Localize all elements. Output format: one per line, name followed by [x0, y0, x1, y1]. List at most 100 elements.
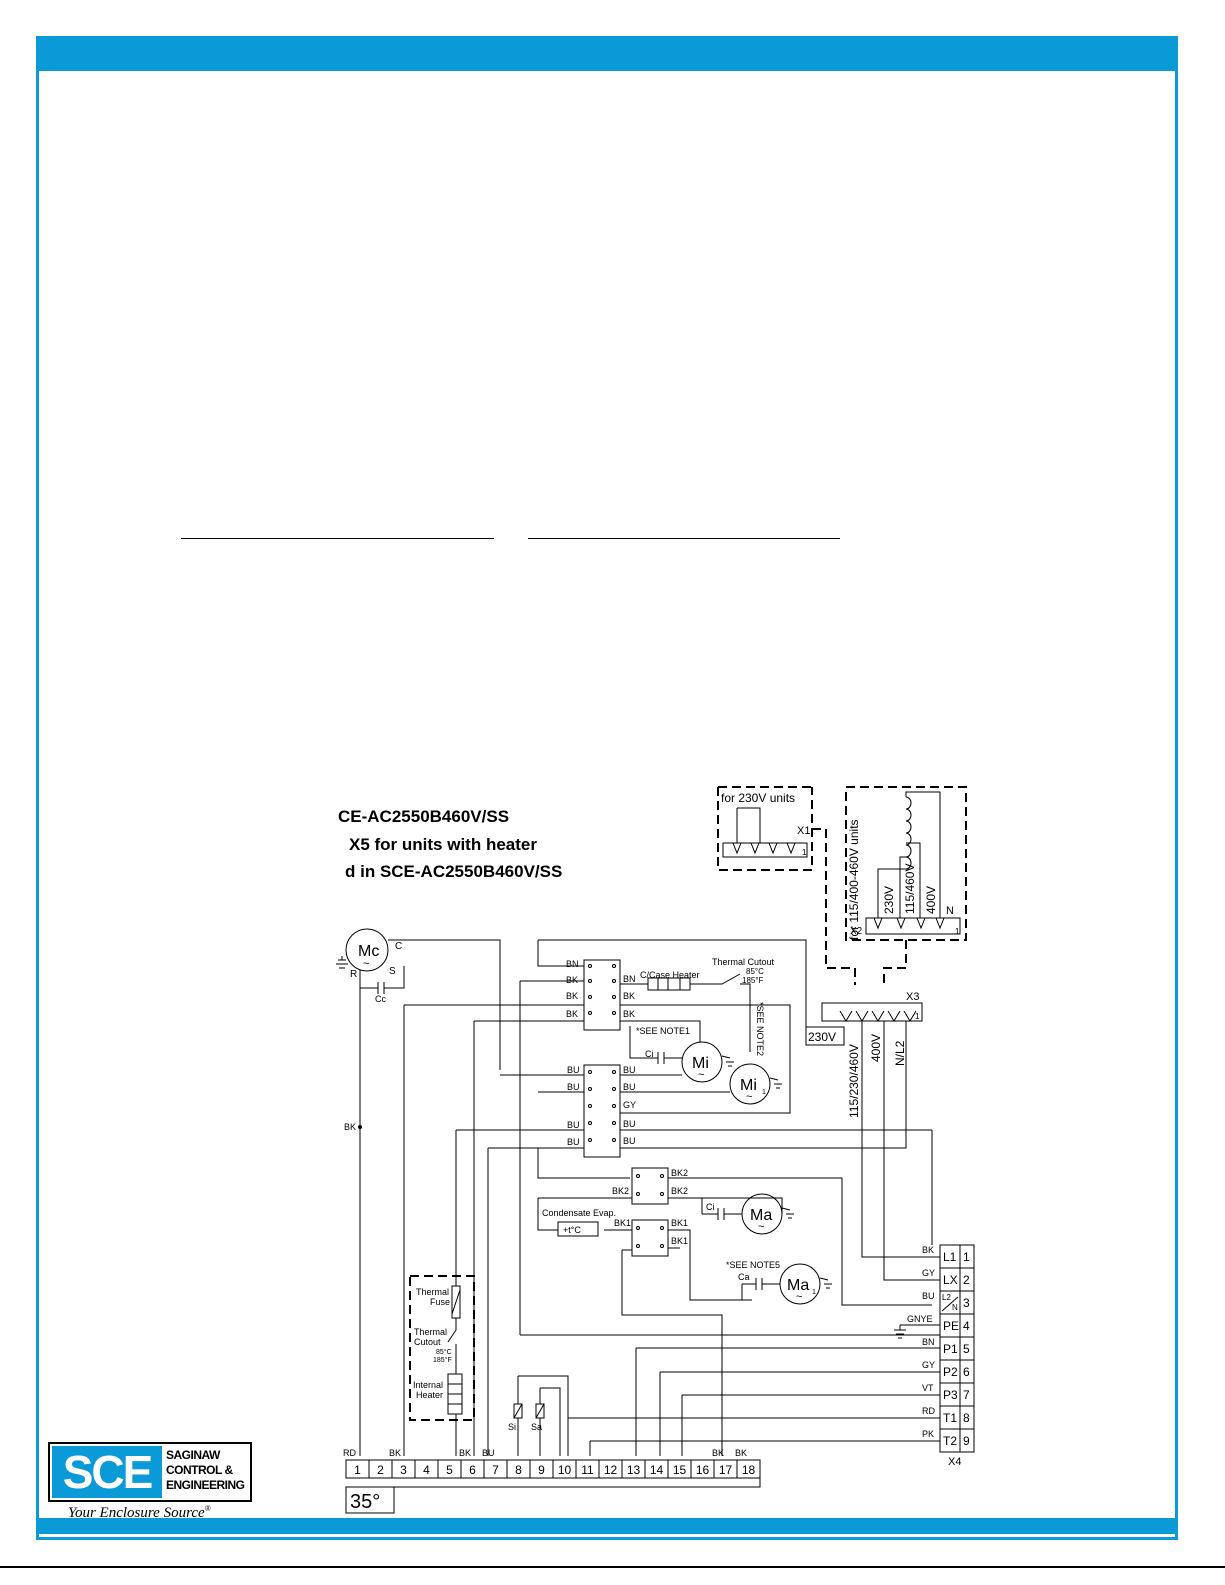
svg-text:8: 8 — [963, 1411, 970, 1425]
svg-text:L1: L1 — [943, 1250, 957, 1264]
svg-text:Ci: Ci — [706, 1202, 715, 1212]
svg-text:1: 1 — [915, 1012, 920, 1021]
strip-number-11: 11 — [581, 1463, 594, 1477]
strip-number-15: 15 — [673, 1463, 687, 1477]
svg-text:BK: BK — [389, 1448, 401, 1458]
svg-text:4: 4 — [963, 1319, 970, 1333]
svg-text:BU: BU — [567, 1082, 580, 1092]
svg-text:Ma: Ma — [750, 1207, 772, 1224]
svg-text:Internal: Internal — [413, 1380, 443, 1390]
signature-line-left — [181, 538, 494, 539]
svg-text:85°C: 85°C — [746, 967, 764, 976]
svg-text:T2: T2 — [943, 1434, 957, 1448]
x1-label: X1 — [797, 825, 810, 837]
svg-text:Cc: Cc — [375, 994, 386, 1004]
strip-number-10: 10 — [558, 1463, 572, 1477]
svg-text:LX: LX — [943, 1273, 958, 1287]
svg-text:N: N — [952, 1303, 958, 1312]
svg-text:BK1: BK1 — [614, 1218, 631, 1228]
svg-text:BU: BU — [922, 1291, 935, 1301]
svg-text:230V: 230V — [808, 1030, 836, 1044]
svg-text:185°F: 185°F — [742, 976, 764, 985]
svg-text:Thermal: Thermal — [416, 1287, 449, 1297]
svg-text:BK2: BK2 — [612, 1186, 629, 1196]
header-bar — [36, 36, 1178, 71]
svg-text:Cutout: Cutout — [414, 1337, 441, 1347]
svg-text:BK: BK — [922, 1245, 934, 1255]
svg-text:RD: RD — [922, 1406, 935, 1416]
svg-text:85°C: 85°C — [436, 1348, 452, 1356]
strip-number-14: 14 — [650, 1463, 664, 1477]
svg-text:BK1: BK1 — [671, 1218, 688, 1228]
svg-text:400V: 400V — [869, 1034, 883, 1062]
internal-heater-box: Thermal Fuse Thermal Cutout 85°C 185°F I… — [409, 1275, 475, 1456]
svg-text:T1: T1 — [943, 1411, 957, 1425]
svg-text:BN: BN — [566, 959, 579, 969]
svg-text:Ma: Ma — [787, 1277, 809, 1294]
strip-number-12: 12 — [604, 1463, 618, 1477]
svg-text:P1: P1 — [943, 1342, 958, 1356]
svg-text:BK: BK — [735, 1448, 747, 1458]
svg-text:~: ~ — [796, 1291, 802, 1303]
strip-number-16: 16 — [696, 1463, 710, 1477]
svg-text:BK: BK — [566, 975, 578, 985]
company-logo: SCE SAGINAW CONTROL & ENGINEERING Your E… — [48, 1442, 252, 1552]
strip-number-3: 3 — [400, 1463, 407, 1477]
strip-number-13: 13 — [627, 1463, 641, 1477]
signature-line-right — [528, 538, 840, 539]
relay-blocks: BK2 BK2 BK2 BK1 BK1 BK1 +t°C Condensate … — [537, 1167, 932, 1456]
svg-text:C: C — [395, 941, 402, 952]
svg-text:185°F: 185°F — [433, 1356, 452, 1364]
svg-text:1: 1 — [812, 1289, 816, 1296]
svg-text:BU: BU — [623, 1082, 636, 1092]
svg-text:BK: BK — [459, 1448, 471, 1458]
svg-text:for 115/400-460V units: for 115/400-460V units — [847, 819, 861, 940]
strip-number-18: 18 — [742, 1463, 756, 1477]
svg-text:BU: BU — [567, 1065, 580, 1075]
svg-text:X3: X3 — [906, 991, 919, 1003]
logo-tagline: Your Enclosure Source® — [68, 1504, 211, 1521]
svg-text:BU: BU — [623, 1065, 636, 1075]
x1-title: for 230V units — [721, 791, 795, 805]
svg-text:Si: Si — [508, 1422, 516, 1432]
svg-text:BN: BN — [922, 1337, 935, 1347]
condenser-fan-motor-2: Ma 1 ~ Ca *SEE NOTE5 — [726, 1260, 832, 1305]
x1-box: for 230V units X1 1 — [717, 786, 856, 985]
svg-text:Mi: Mi — [740, 1077, 757, 1094]
svg-text:BN: BN — [623, 974, 636, 984]
svg-text:Ca: Ca — [738, 1272, 750, 1282]
svg-text:Mi: Mi — [692, 1055, 709, 1072]
svg-text:1: 1 — [955, 927, 960, 936]
svg-text:+t°C: +t°C — [563, 1225, 581, 1235]
x2-box: for 115/400-460V units X2 1 230V 115/460… — [845, 786, 967, 985]
svg-text:BK: BK — [344, 1122, 356, 1132]
svg-text:RD: RD — [343, 1448, 356, 1458]
svg-text:P3: P3 — [943, 1388, 958, 1402]
svg-text:2: 2 — [963, 1273, 970, 1287]
svg-text:N: N — [946, 905, 954, 917]
svg-text:1: 1 — [963, 1250, 970, 1264]
heater-note: X5 for units with heater — [349, 835, 537, 854]
svg-text:115/230/460V: 115/230/460V — [847, 1044, 861, 1118]
sensors: Si Sa — [508, 1375, 569, 1456]
svg-text:7: 7 — [963, 1388, 970, 1402]
svg-text:*SEE NOTE2: *SEE NOTE2 — [755, 1002, 765, 1056]
upper-terminal-block: BN BK BK BK BN BK BK C/Case Heater Therm… — [403, 939, 807, 1456]
strip-number-5: 5 — [446, 1463, 453, 1477]
strip-number-2: 2 — [377, 1463, 384, 1477]
logo-box: SCE SAGINAW CONTROL & ENGINEERING — [48, 1442, 252, 1502]
svg-text:3: 3 — [963, 1296, 970, 1310]
x4-terminal: L1 1 LX 2 3 PE 4 P1 5 P2 6 P3 7 T1 8 T2 … — [520, 1021, 975, 1468]
svg-text:BK: BK — [566, 1009, 578, 1019]
model-title: CE-AC2550B460V/SS — [338, 807, 510, 826]
svg-text:Thermal: Thermal — [414, 1327, 447, 1337]
svg-text:Sa: Sa — [531, 1422, 542, 1432]
svg-text:BK2: BK2 — [671, 1168, 688, 1178]
svg-text:~: ~ — [758, 1221, 764, 1233]
svg-text:S: S — [389, 966, 396, 977]
svg-text:R: R — [350, 969, 357, 980]
svg-text:PK: PK — [922, 1429, 934, 1439]
svg-text:BK: BK — [712, 1448, 724, 1458]
svg-text:~: ~ — [746, 1091, 752, 1103]
